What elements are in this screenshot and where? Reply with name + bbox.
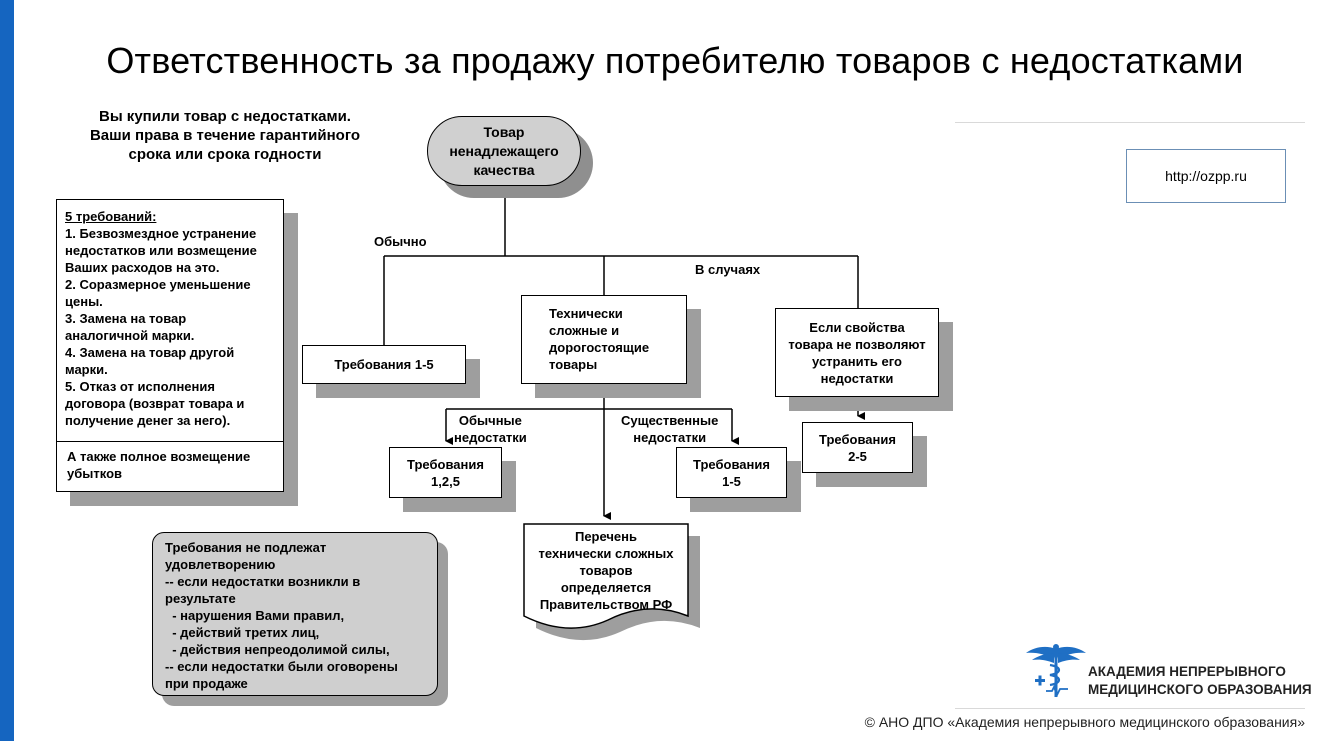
five-req-line: договора (возврат товара и [65,396,245,411]
cannot-fix-line: Если свойства [809,319,905,335]
req-1-5-significant-box: Требования 1-5 [676,447,787,498]
tech-complex-line: товары [549,357,598,372]
label-usually: Обычно [374,234,427,249]
not-satisfied-line: результате [165,591,236,606]
not-satisfied-line: -- если недостатки возникли в [165,574,361,589]
logo-line-1: АКАДЕМИЯ НЕПРЕРЫВНОГО [1088,664,1286,679]
cannot-fix-line: устранить его [812,353,902,369]
five-req-line: недостатков или возмещение [65,243,257,258]
req-1-2-5-line: 1,2,5 [431,473,460,489]
five-req-also: А также полное возмещение убытков [67,449,251,481]
five-req-line: 2. Соразмерное уменьшение [65,277,251,292]
req-1-5-usual-box: Требования 1-5 [302,345,466,384]
tech-complex-line: Технически [549,306,623,321]
gov-list-line: Перечень [574,529,638,544]
five-req-line: цены. [65,294,103,309]
five-req-line: 3. Замена на товар [65,311,187,326]
root-line: качества [473,161,535,178]
five-req-line: Ваших расходов на это. [65,260,220,275]
gov-list-line: определяется [560,580,652,595]
tech-complex-line: сложные и [549,323,620,338]
url-text: http://ozpp.ru [1165,168,1247,184]
gov-list-line: Правительством РФ [539,597,673,612]
label-ordinary-line: недостатки [454,430,527,445]
five-req-heading: 5 требований: [65,209,157,224]
label-significant-defects: Существенные недостатки [621,412,718,446]
label-significant-line: Существенные [621,413,719,428]
not-satisfied-line: удовлетворению [165,557,276,572]
accent-bar [0,0,14,741]
gov-list-text: Перечень технически сложных товаров опре… [524,528,688,613]
req-2-5-line: 2-5 [848,448,867,464]
req-2-5-line: Требования [819,431,896,447]
req-1-5-sig-line: 1-5 [722,473,741,489]
five-req-line: марки. [65,362,108,377]
intro-line: срока или срока годности [128,146,322,163]
label-significant-line: недостатки [633,430,707,445]
five-req-line: получение денег за него). [65,413,231,428]
req-1-2-5-box: Требования 1,2,5 [389,447,502,498]
label-in-cases: В случаях [695,262,761,277]
not-satisfied-line: - действий третих лиц, [165,625,320,640]
intro-text: Вы купили товар с недостатками. Ваши пра… [40,107,410,164]
not-satisfied-box: Требования не подлежат удовлетворению --… [152,532,438,696]
root-node: Товар ненадлежащего качества [427,116,581,186]
logo-text: АКАДЕМИЯ НЕПРЕРЫВНОГО МЕДИЦИНСКОГО ОБРАЗ… [1088,663,1312,699]
five-req-line: 5. Отказ от исполнения [65,379,215,394]
five-req-line: аналогичной марки. [65,328,195,343]
divider-top [955,122,1305,123]
divider-bottom [955,708,1305,709]
copyright: © АНО ДПО «Академия непрерывного медицин… [864,714,1305,730]
gov-list-shape [523,523,689,629]
five-requirements-box: 5 требований: 1. Безвозмездное устранени… [56,199,284,492]
intro-line: Вы купили товар с недостатками. [99,108,351,125]
not-satisfied-line: -- если недостатки были оговорены [165,659,398,674]
caduceus-icon [1026,644,1086,698]
five-req-line: 4. Замена на товар другой [65,345,235,360]
logo-line-2: МЕДИЦИНСКОГО ОБРАЗОВАНИЯ [1088,682,1312,697]
slide-title: Ответственность за продажу потребителю т… [106,40,1244,81]
cannot-fix-line: недостатки [820,370,894,386]
req-1-2-5-line: Требования [407,456,484,472]
root-line: Товар [483,123,525,140]
cannot-fix-line: товара не позволяют [788,336,926,352]
req-1-5-sig-line: Требования [693,456,770,472]
not-satisfied-line: - нарушения Вами правил, [165,608,345,623]
cannot-fix-box: Если свойства товара не позволяют устран… [775,308,939,397]
intro-line: Ваши права в течение гарантийного [89,127,361,144]
tech-complex-line: дорогостоящие [549,340,650,355]
not-satisfied-line: при продаже [165,676,248,691]
root-line: ненадлежащего [449,142,559,159]
not-satisfied-line: Требования не подлежат [165,540,327,555]
tech-complex-box: Технически сложные и дорогостоящие товар… [521,295,687,384]
five-req-separator [57,441,283,442]
req-1-5-usual-text: Требования 1-5 [334,357,434,372]
req-2-5-box: Требования 2-5 [802,422,913,473]
not-satisfied-line: - действия непреодолимой силы, [165,642,390,657]
url-box[interactable]: http://ozpp.ru [1126,149,1286,203]
gov-list-line: технически сложных [538,546,674,561]
label-ordinary-line: Обычные [458,413,522,428]
label-ordinary-defects: Обычные недостатки [454,412,527,446]
gov-list-line: товаров [579,563,633,578]
five-req-line: 1. Безвозмездное устранение [65,226,257,241]
